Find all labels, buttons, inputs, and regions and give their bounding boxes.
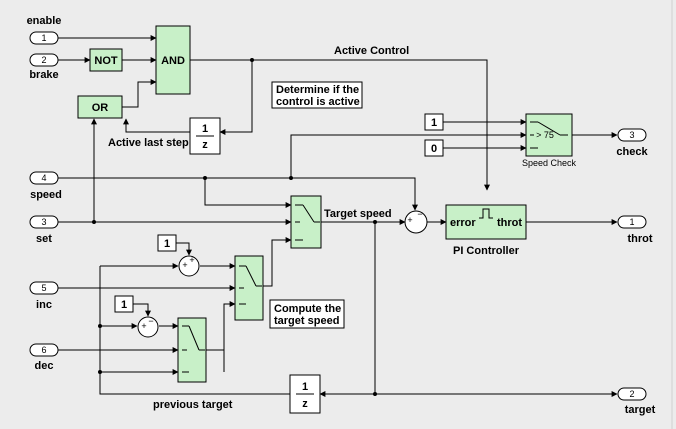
inport-set[interactable]: 3 set (29, 215, 59, 245)
pulse-icon (479, 208, 493, 219)
port-label: target (625, 404, 656, 416)
port-number: 5 (41, 283, 46, 293)
signal-label-previous-target: previous target (153, 399, 233, 411)
annotation-line: target speed (274, 315, 339, 327)
block-caption: PI Controller (453, 245, 520, 257)
block-label: AND (161, 55, 185, 67)
port-number: 2 (629, 389, 634, 399)
signal-label-active-last-step: Active last step (108, 137, 189, 149)
port-number: 3 (41, 217, 46, 227)
sum-block[interactable]: + − (404, 209, 428, 234)
delay-denominator: z (202, 139, 208, 151)
constant-inc[interactable]: 1 (157, 234, 177, 252)
and-block[interactable]: AND (155, 25, 191, 95)
sum-sign: + (141, 321, 146, 331)
sum-sign: + (182, 260, 187, 270)
constant-value: 1 (164, 238, 170, 250)
outport-throt[interactable]: 1 throt (617, 215, 653, 245)
or-block[interactable]: OR (77, 95, 123, 119)
annotation-line: control is active (276, 96, 360, 108)
block-label: OR (92, 102, 109, 114)
annotation-active: Determine if the control is active (271, 81, 363, 109)
pi-input-label: error (450, 217, 476, 229)
port-number: 6 (41, 345, 46, 355)
port-number: 4 (41, 173, 46, 183)
port-number: 3 (629, 130, 634, 140)
constant-one[interactable]: 1 (424, 113, 444, 131)
port-label: enable (27, 15, 62, 27)
increment-switch[interactable] (234, 255, 264, 321)
port-label: set (36, 233, 52, 245)
inport-brake[interactable]: 2 brake (29, 53, 59, 81)
port-label: check (616, 146, 648, 158)
unit-delay-active[interactable]: 1 z (189, 117, 221, 155)
block-label: NOT (94, 55, 118, 67)
sum-inc[interactable]: + + (178, 255, 200, 277)
speed-check-switch[interactable]: > 75 Speed Check (522, 113, 577, 168)
decrement-switch[interactable] (177, 317, 207, 383)
annotation-line: Compute the (274, 303, 341, 315)
sum-sign: − (148, 316, 153, 326)
pi-controller-block[interactable]: error throt PI Controller (445, 204, 527, 257)
block-caption: Speed Check (522, 158, 577, 168)
signal-lines (58, 35, 618, 397)
sum-sign: + (189, 255, 194, 265)
constant-value: 0 (431, 143, 437, 155)
inport-enable[interactable]: 1 enable (27, 15, 62, 45)
port-number: 2 (41, 55, 46, 65)
sum-sign: + (407, 215, 412, 225)
switch-threshold: > 75 (536, 130, 554, 140)
sum-sign: − (417, 209, 422, 219)
port-label: dec (35, 360, 54, 372)
port-number: 1 (41, 33, 46, 43)
signal-label-target-speed: Target speed (324, 208, 392, 220)
not-block[interactable]: NOT (89, 48, 123, 72)
inport-speed[interactable]: 4 speed (29, 171, 62, 201)
target-speed-switch[interactable] (290, 195, 322, 249)
delay-numerator: 1 (202, 123, 208, 135)
sum-dec[interactable]: + − (137, 316, 159, 338)
outport-check[interactable]: 3 check (616, 128, 648, 158)
constant-value: 1 (431, 117, 437, 129)
pi-output-label: throt (497, 217, 522, 229)
annotation-line: Determine if the (276, 84, 359, 96)
port-number: 1 (629, 217, 634, 227)
inport-dec[interactable]: 6 dec (29, 343, 59, 372)
port-label: brake (29, 69, 58, 81)
signal-label-active-control: Active Control (334, 45, 409, 57)
annotation-compute: Compute the target speed (269, 299, 345, 329)
outport-target[interactable]: 2 target (617, 387, 656, 416)
port-label: speed (30, 189, 62, 201)
inport-inc[interactable]: 5 inc (29, 281, 59, 311)
constant-zero[interactable]: 0 (424, 139, 444, 157)
port-label: throt (627, 233, 652, 245)
constant-dec[interactable]: 1 (114, 295, 134, 313)
constant-value: 1 (121, 299, 127, 311)
delay-numerator: 1 (302, 381, 308, 393)
delay-denominator: z (302, 398, 308, 410)
unit-delay-target[interactable]: 1 z (289, 374, 321, 414)
port-label: inc (36, 299, 52, 311)
